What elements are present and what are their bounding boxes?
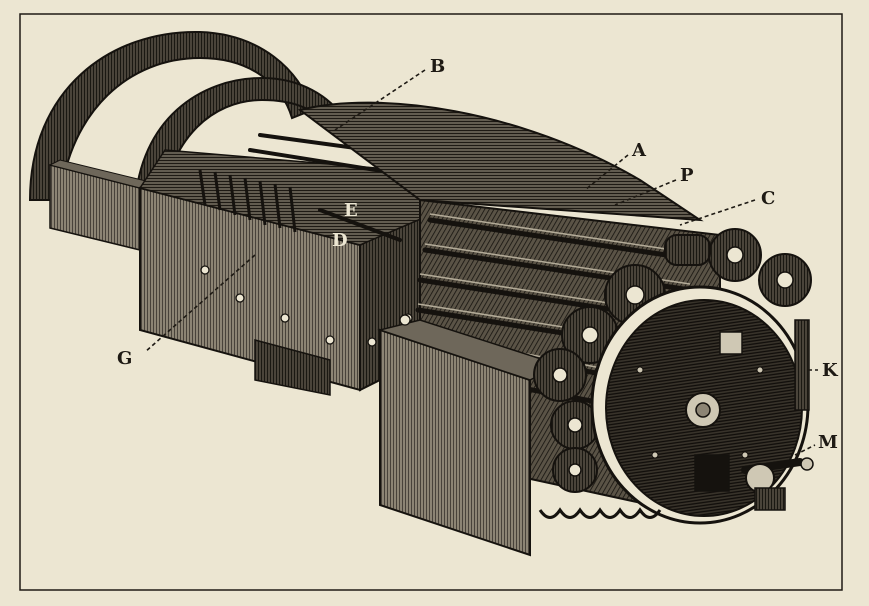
label-c: C xyxy=(761,188,775,209)
crank-handle xyxy=(741,457,814,511)
label-b: B xyxy=(430,56,445,77)
leader-line-p xyxy=(614,179,677,206)
label-k: K xyxy=(822,360,839,381)
label-a: A xyxy=(631,140,647,161)
label-g: G xyxy=(117,348,132,369)
plate-border xyxy=(19,13,843,591)
label-annotations: B A P C E D G K M xyxy=(117,56,839,456)
calculating-machine-illustration xyxy=(28,30,814,557)
label-e: E xyxy=(344,200,358,221)
leader-line-m xyxy=(794,444,816,456)
leader-line-g xyxy=(144,254,256,353)
label-m: M xyxy=(818,432,838,453)
label-p: P xyxy=(680,165,694,186)
leader-line-c xyxy=(679,199,756,226)
leader-line-a xyxy=(584,154,629,191)
label-d: D xyxy=(332,230,348,251)
